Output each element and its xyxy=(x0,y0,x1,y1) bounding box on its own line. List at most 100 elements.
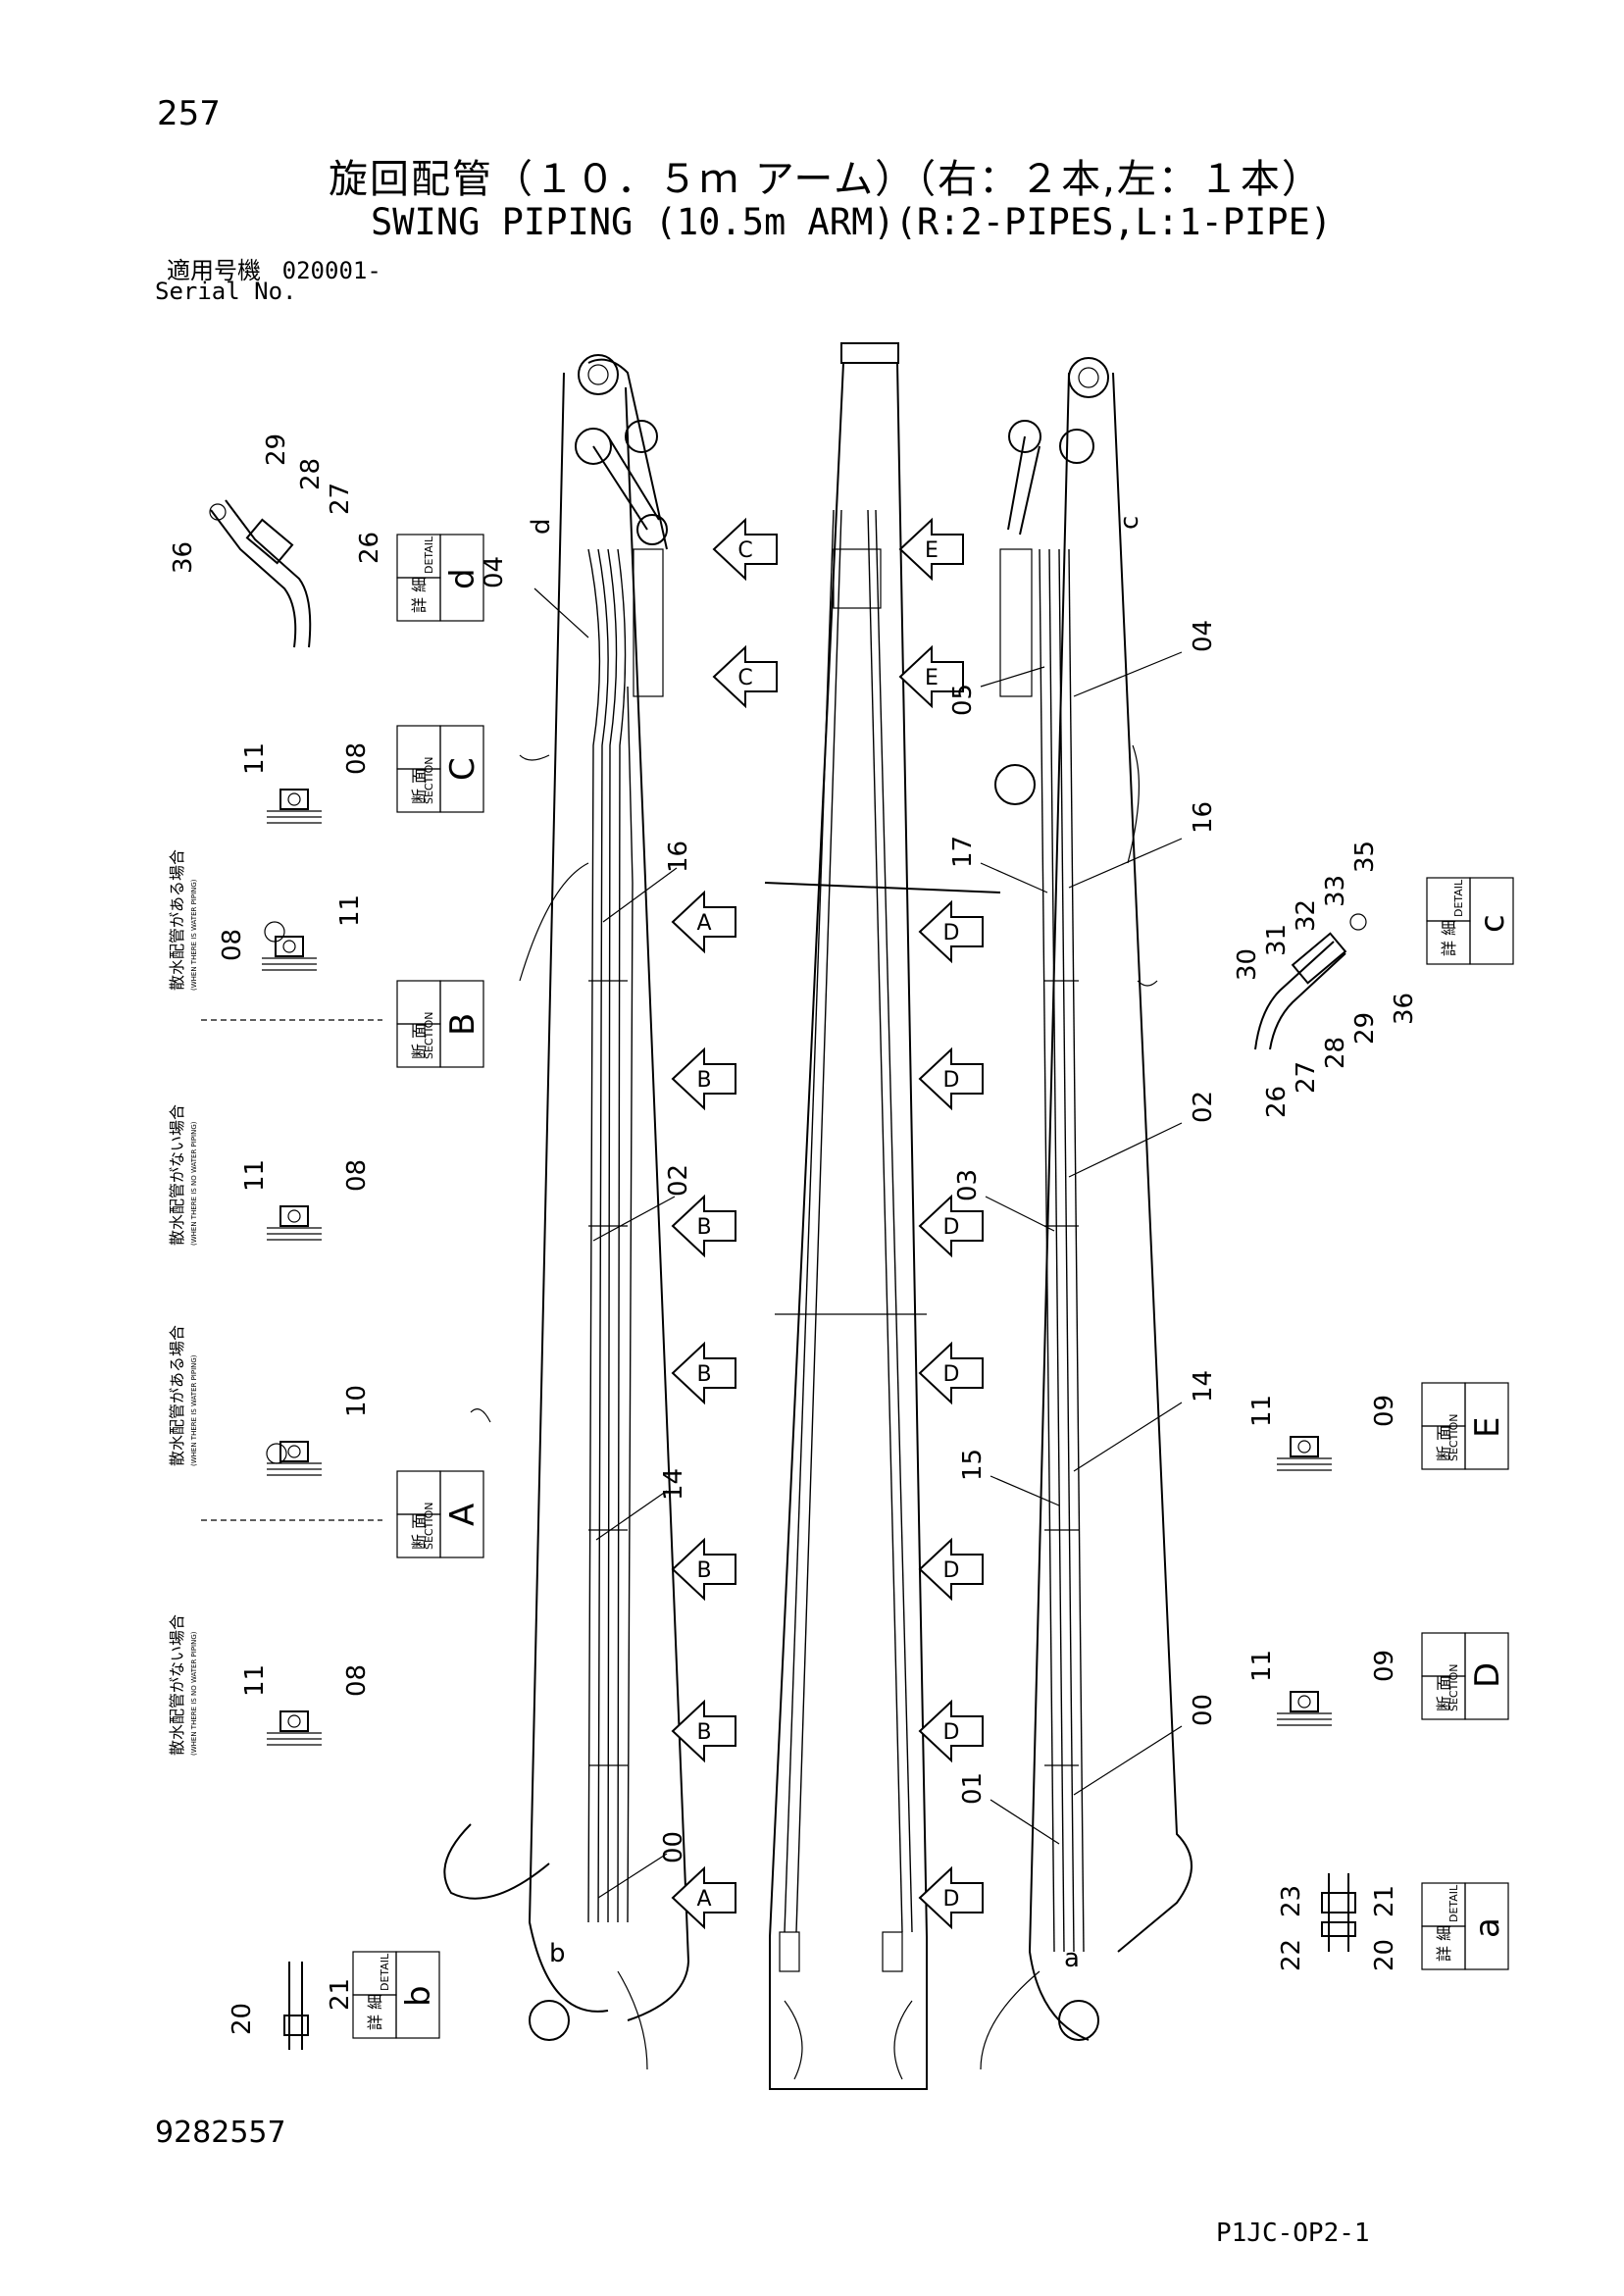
serial-label-japanese: 適用号機 020001- xyxy=(167,251,381,285)
section-box-b-letter: B xyxy=(443,1013,482,1036)
callout-d-36: 36 xyxy=(169,541,198,574)
detail-box-b-letter: b xyxy=(399,1985,438,2007)
detail-box-c: 詳 細 DETAIL c xyxy=(1426,877,1514,965)
detail-box-d-jp: 詳 細 xyxy=(410,577,429,613)
note-without-water-2: 散水配管がない場合 xyxy=(168,1614,186,1756)
section-box-b: 断 面 SECTION B xyxy=(396,980,484,1068)
callout-da-22: 22 xyxy=(1277,1939,1306,1971)
callout-left-16: 16 xyxy=(664,841,693,873)
section-b-without-water: 11 08 xyxy=(240,1159,372,1241)
section-box-d-en: SECTION xyxy=(1447,1664,1460,1711)
callout-dc-33: 33 xyxy=(1321,875,1350,907)
section-b-with-water: 08 11 断 面 SECTION B xyxy=(201,894,484,1068)
serial-label-english: Serial No. xyxy=(155,278,297,305)
serial-label-jp: 適用号機 xyxy=(167,257,261,284)
point-label-d: d xyxy=(527,518,556,535)
detail-box-c-jp: 詳 細 xyxy=(1440,920,1458,956)
callout-sd-11: 11 xyxy=(1247,1650,1277,1682)
callout-db-21: 21 xyxy=(326,1978,355,2011)
detail-c: 30 31 32 33 35 26 27 28 29 36 詳 細 DETAIL… xyxy=(1233,841,1514,1118)
section-box-a-en: SECTION xyxy=(423,1503,435,1550)
view-arrow-e1-label: E xyxy=(925,538,939,563)
callout-sa2-08: 08 xyxy=(342,1664,372,1697)
section-a-with-water: 10 断 面 SECTION A xyxy=(201,1385,484,1558)
callout-right-14: 14 xyxy=(1189,1370,1218,1403)
callout-right-16: 16 xyxy=(1189,801,1218,834)
section-box-c-jp: 断 面 xyxy=(410,768,429,804)
callout-right-00: 00 xyxy=(1189,1694,1218,1726)
callout-left-00: 00 xyxy=(659,1831,688,1863)
view-arrow-b-left-2-label: B xyxy=(696,1215,711,1240)
callout-da-20: 20 xyxy=(1370,1939,1399,1971)
note-water-3: 散水配管がある場合 (WHEN THERE IS WATER PIPING) xyxy=(168,1325,198,1466)
view-arrow-a-left-1-label: A xyxy=(696,911,711,936)
section-e: 11 09 断 面 SECTION E xyxy=(1247,1382,1509,1471)
callout-left-02: 02 xyxy=(664,1164,693,1197)
section-box-d-letter: D xyxy=(1468,1662,1507,1688)
callout-sa-10: 10 xyxy=(342,1385,372,1417)
detail-box-b-en: DETAIL xyxy=(379,1953,391,1991)
view-arrow-b-left-1-label: B xyxy=(696,1068,711,1093)
center-arm xyxy=(764,342,1001,2090)
section-d: 11 09 断 面 SECTION D xyxy=(1247,1632,1509,1726)
note-with-water-2-en: (WHEN THERE IS WATER PIPING) xyxy=(190,1354,198,1466)
detail-a: 22 23 20 21 詳 細 DETAIL a xyxy=(1277,1873,1509,1971)
section-box-e-letter: E xyxy=(1468,1417,1507,1438)
note-with-water-1-en: (WHEN THERE IS WATER PIPING) xyxy=(190,879,198,991)
callout-dc-36: 36 xyxy=(1390,993,1419,1025)
note-with-water-1: 散水配管がある場合 xyxy=(168,849,186,991)
note-without-water-1: 散水配管がない場合 xyxy=(168,1104,186,1246)
view-arrow-d-right-1-label: D xyxy=(943,921,960,945)
view-arrow-d-right-7-label: D xyxy=(943,1887,960,1912)
section-box-c-letter: C xyxy=(443,757,482,781)
note-without-water-2-en: (WHEN THERE IS NO WATER PIPING) xyxy=(190,1631,198,1756)
detail-box-c-letter: c xyxy=(1473,914,1512,933)
view-arrow-a-left-2-label: A xyxy=(696,1887,711,1912)
view-arrow-b-left-3-label: B xyxy=(696,1362,711,1387)
detail-box-a: 詳 細 DETAIL a xyxy=(1421,1882,1509,1970)
note-with-water-2: 散水配管がある場合 xyxy=(168,1325,186,1466)
callout-se-09: 09 xyxy=(1370,1395,1399,1427)
callout-right-15: 15 xyxy=(958,1449,988,1481)
callout-d-28: 28 xyxy=(296,458,326,490)
point-label-a: a xyxy=(1064,1944,1080,1973)
detail-box-d-letter: d xyxy=(443,568,482,589)
callout-sc-08: 08 xyxy=(342,742,372,775)
view-arrow-b-left-5-label: B xyxy=(696,1720,711,1745)
detail-box-d: 詳 細 DETAIL d xyxy=(396,534,484,622)
note-water-1: 散水配管がある場合 (WHEN THERE IS WATER PIPING) xyxy=(168,849,198,991)
view-arrow-d-right-5-label: D xyxy=(943,1558,960,1583)
section-box-e-jp: 断 面 xyxy=(1435,1425,1453,1461)
section-box-d: 断 面 SECTION D xyxy=(1421,1632,1509,1720)
title-english: SWING PIPING (10.5m ARM)(R:2-PIPES,L:1-P… xyxy=(371,201,1333,243)
view-arrow-d-right-6-label: D xyxy=(943,1720,960,1745)
view-arrow-c2-label: C xyxy=(737,666,752,690)
section-box-a-letter: A xyxy=(443,1504,482,1526)
callout-dc-27: 27 xyxy=(1292,1061,1321,1094)
detail-d: 36 29 28 27 26 詳 細 DETAIL d xyxy=(169,434,484,648)
section-box-c-en: SECTION xyxy=(423,757,435,804)
callout-dc-26: 26 xyxy=(1262,1086,1292,1118)
section-a-without-water: 11 08 xyxy=(240,1664,372,1746)
callout-dc-35: 35 xyxy=(1350,841,1380,873)
callout-dc-32: 32 xyxy=(1292,899,1321,932)
detail-b: 20 21 詳 細 DETAIL b xyxy=(228,1951,440,2050)
section-box-d-jp: 断 面 xyxy=(1435,1675,1453,1711)
callout-d-27: 27 xyxy=(326,483,355,515)
callout-right-05: 05 xyxy=(948,684,978,716)
section-box-b-jp: 断 面 xyxy=(410,1023,429,1059)
callout-sc-11: 11 xyxy=(240,742,270,775)
section-box-e-en: SECTION xyxy=(1447,1414,1460,1461)
callout-dc-28: 28 xyxy=(1321,1037,1350,1069)
callout-da-21: 21 xyxy=(1370,1885,1399,1917)
callout-sb-08: 08 xyxy=(218,929,247,961)
section-c: 11 08 断 面 SECTION C xyxy=(240,725,484,824)
view-arrow-d-right-3-label: D xyxy=(943,1215,960,1240)
point-label-b: b xyxy=(549,1939,566,1968)
callout-right-04: 04 xyxy=(1189,620,1218,652)
title-japanese: 旋回配管（１０．５ｍ アーム）（右：２本,左：１本） xyxy=(329,157,1323,202)
note-water-2: 散水配管がない場合 (WHEN THERE IS NO WATER PIPING… xyxy=(168,1104,198,1246)
detail-box-d-en: DETAIL xyxy=(423,536,435,574)
page-number: 257 xyxy=(157,94,221,133)
